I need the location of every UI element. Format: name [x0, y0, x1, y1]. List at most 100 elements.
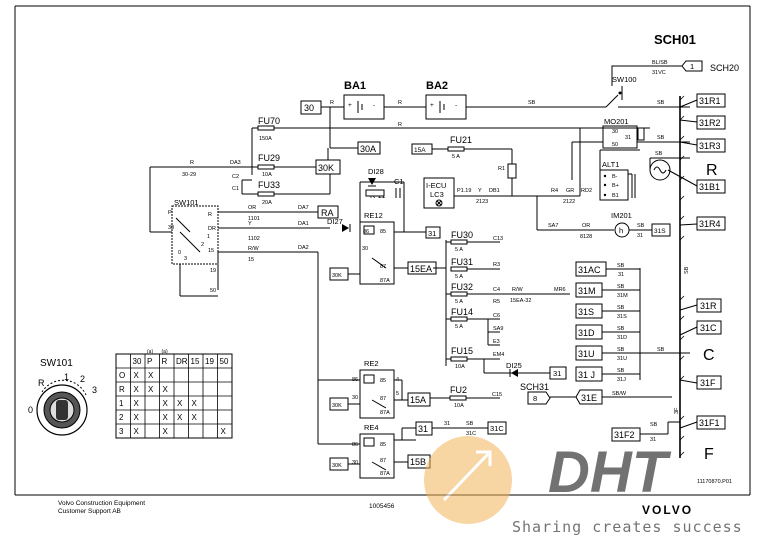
re4-pin-86: 86 [352, 442, 358, 448]
truth-table-mark: X [192, 413, 198, 422]
watermark: DHT Sharing creates success [424, 436, 742, 536]
truth-table-header: 15 [191, 357, 200, 366]
alternator-alt1: ALT1 B- B+ B1 SB [599, 149, 690, 201]
wire-label-gr: GR [566, 188, 574, 194]
wire-label-1101: 1101 [248, 216, 260, 222]
connector-8: 8 [533, 394, 537, 403]
ecu-pin-label: P1.19 [457, 188, 471, 194]
wire-label-sb-13: SB [650, 422, 658, 428]
wire-label-sb-1: SB [528, 100, 536, 106]
sch20-number: 1 [690, 62, 694, 71]
connector-31-re12: 31 [428, 229, 436, 238]
connector-31-di25: 31 [553, 369, 561, 378]
ecu-iecu: 15A FU21 5 A R1 I-ECU LC3 P1.19 Y DB1 21… [411, 135, 592, 209]
ignition-switch-sw101-symbol: SW101 P 30 1 2 3 0 R DR 15 19 50 OR 1101… [168, 198, 330, 297]
ground-reference-tags: 31R1 31R2 31R3 R 31B1 31R4 31R 31C C 31F… [696, 93, 726, 463]
connector-30k-re4: 30K [332, 463, 342, 469]
sw101-pin-3: 3 [184, 256, 187, 262]
mo201-pin-31: 31 [625, 135, 631, 141]
re2-pin-5: 5 [396, 391, 399, 397]
ref-31r4: 31R4 [699, 219, 721, 229]
fuse-fu29-rating: 10A [262, 172, 272, 178]
wire-label-sb-7: SB [617, 284, 625, 290]
relay-re12-label: RE12 [364, 211, 383, 220]
wire-label-31d: 31D [617, 335, 627, 341]
wire-label-sb-4: SB [655, 151, 663, 157]
fuse-fu31-label: FU31 [451, 257, 473, 267]
wire-label-31m: 31M [617, 293, 628, 299]
wire-label-em4: EM4 [493, 352, 504, 358]
battery-ba2-plus: + [430, 102, 434, 109]
connector-31u: 31U [578, 349, 595, 359]
fuse-fu21-label: FU21 [450, 135, 472, 145]
footer-company: Volvo Construction Equipment [58, 500, 145, 507]
re4-pin-87: 87 [380, 458, 386, 464]
wire-label-8128: 8128 [580, 234, 592, 240]
relay-re4-label: RE4 [364, 423, 379, 432]
wire-label-sa9: SA9 [493, 326, 503, 332]
truth-table-header: 50 [220, 357, 229, 366]
relay-re12: RE12 86 85 30 87 87A 31 30K 15EA [329, 211, 446, 285]
sw101-pin-2: 2 [201, 242, 204, 248]
wire-label-sb-8: SB [617, 305, 625, 311]
fuse-bank: FU30 5 A C13 FU31 5 A R3 FU32 5 A C4 R/W… [433, 230, 570, 380]
wire-label-bl-sb: BL/SB [652, 60, 668, 66]
fuse-fu29-label: FU29 [258, 153, 280, 163]
ecu-lamp-label: LC3 [430, 190, 444, 199]
truth-table-mark: X [192, 399, 198, 408]
connector-31j: 31 J [578, 370, 595, 380]
truth-table-mark: X [134, 371, 140, 380]
wire-label-da3: DA3 [230, 160, 241, 166]
re4-pin-30: 30 [352, 460, 358, 466]
alt1-pin-b1: B1 [612, 193, 619, 199]
fuse-fu15-rating: 10A [455, 364, 465, 370]
connector-31ac: 31AC [578, 265, 601, 275]
wire-label-c6: C6 [493, 313, 500, 319]
truth-table-mark: X [134, 427, 140, 436]
wire-label-sbw: SB/W [612, 391, 627, 397]
sw101-pin-r: R [208, 212, 212, 218]
re4-pin-85: 85 [380, 442, 386, 448]
main-switch-sw100: SW100 SB [600, 75, 690, 108]
battery-ba2-minus: - [455, 102, 457, 109]
alt1-pin-bminus: B- [612, 174, 618, 180]
truth-table-mark: X [148, 371, 154, 380]
wire-label-1102: 1102 [248, 236, 260, 242]
truth-table-header: 30 [133, 357, 142, 366]
battery-ba1-plus: + [348, 102, 352, 109]
connector-31f2-group: 31F2 SB 31 [611, 421, 680, 443]
sw101-pin-dr: DR [208, 226, 216, 232]
truth-table-header: P [147, 357, 152, 366]
truth-table-mark: X [221, 427, 227, 436]
re2-pin-87: 87 [380, 396, 386, 402]
wire-label-31-ac: 31 [618, 272, 624, 278]
connector-15a-ecu: 15A [414, 147, 426, 154]
wire-label-c15: C15 [492, 392, 502, 398]
wire-label-or-1: OR [248, 205, 256, 211]
drawing-number: 1005456 [369, 503, 395, 510]
re12-pin-87a: 87A [380, 278, 390, 284]
alt1-pin-bplus: B+ [612, 183, 619, 189]
sheet-frame [14, 5, 751, 496]
ignition-dial: SW101 R 1 2 3 0 [28, 358, 97, 436]
connector-30: 30 [304, 103, 314, 113]
truth-table-mark: X [163, 399, 169, 408]
wire-label-da2: DA2 [298, 245, 309, 251]
wire-label-sb-10: SB [617, 347, 625, 353]
dial-pos-2: 2 [80, 374, 85, 384]
wire-label-2123: 2123 [476, 199, 488, 205]
wire-label-r-4: R [190, 160, 194, 166]
wire-label-15: 15 [248, 257, 254, 263]
truth-table-mark: X [163, 427, 169, 436]
wire-label-e3: E3 [493, 339, 500, 345]
footer-department: Customer Support AB [58, 508, 121, 515]
watermark-logo-text: DHT [548, 440, 672, 505]
wire-label-sb-bus: SB [684, 266, 690, 274]
connector-31s: 31S [578, 307, 594, 317]
sch20-label: SCH20 [710, 63, 739, 73]
wire-label-da1: DA1 [298, 221, 309, 227]
wire-label-sb-6: SB [617, 263, 625, 269]
diode-di25-label: DI25 [506, 361, 522, 370]
relay-re4: RE4 86 85 30 87 87A 30K 31 31 SB 31C 31C… [318, 421, 507, 479]
